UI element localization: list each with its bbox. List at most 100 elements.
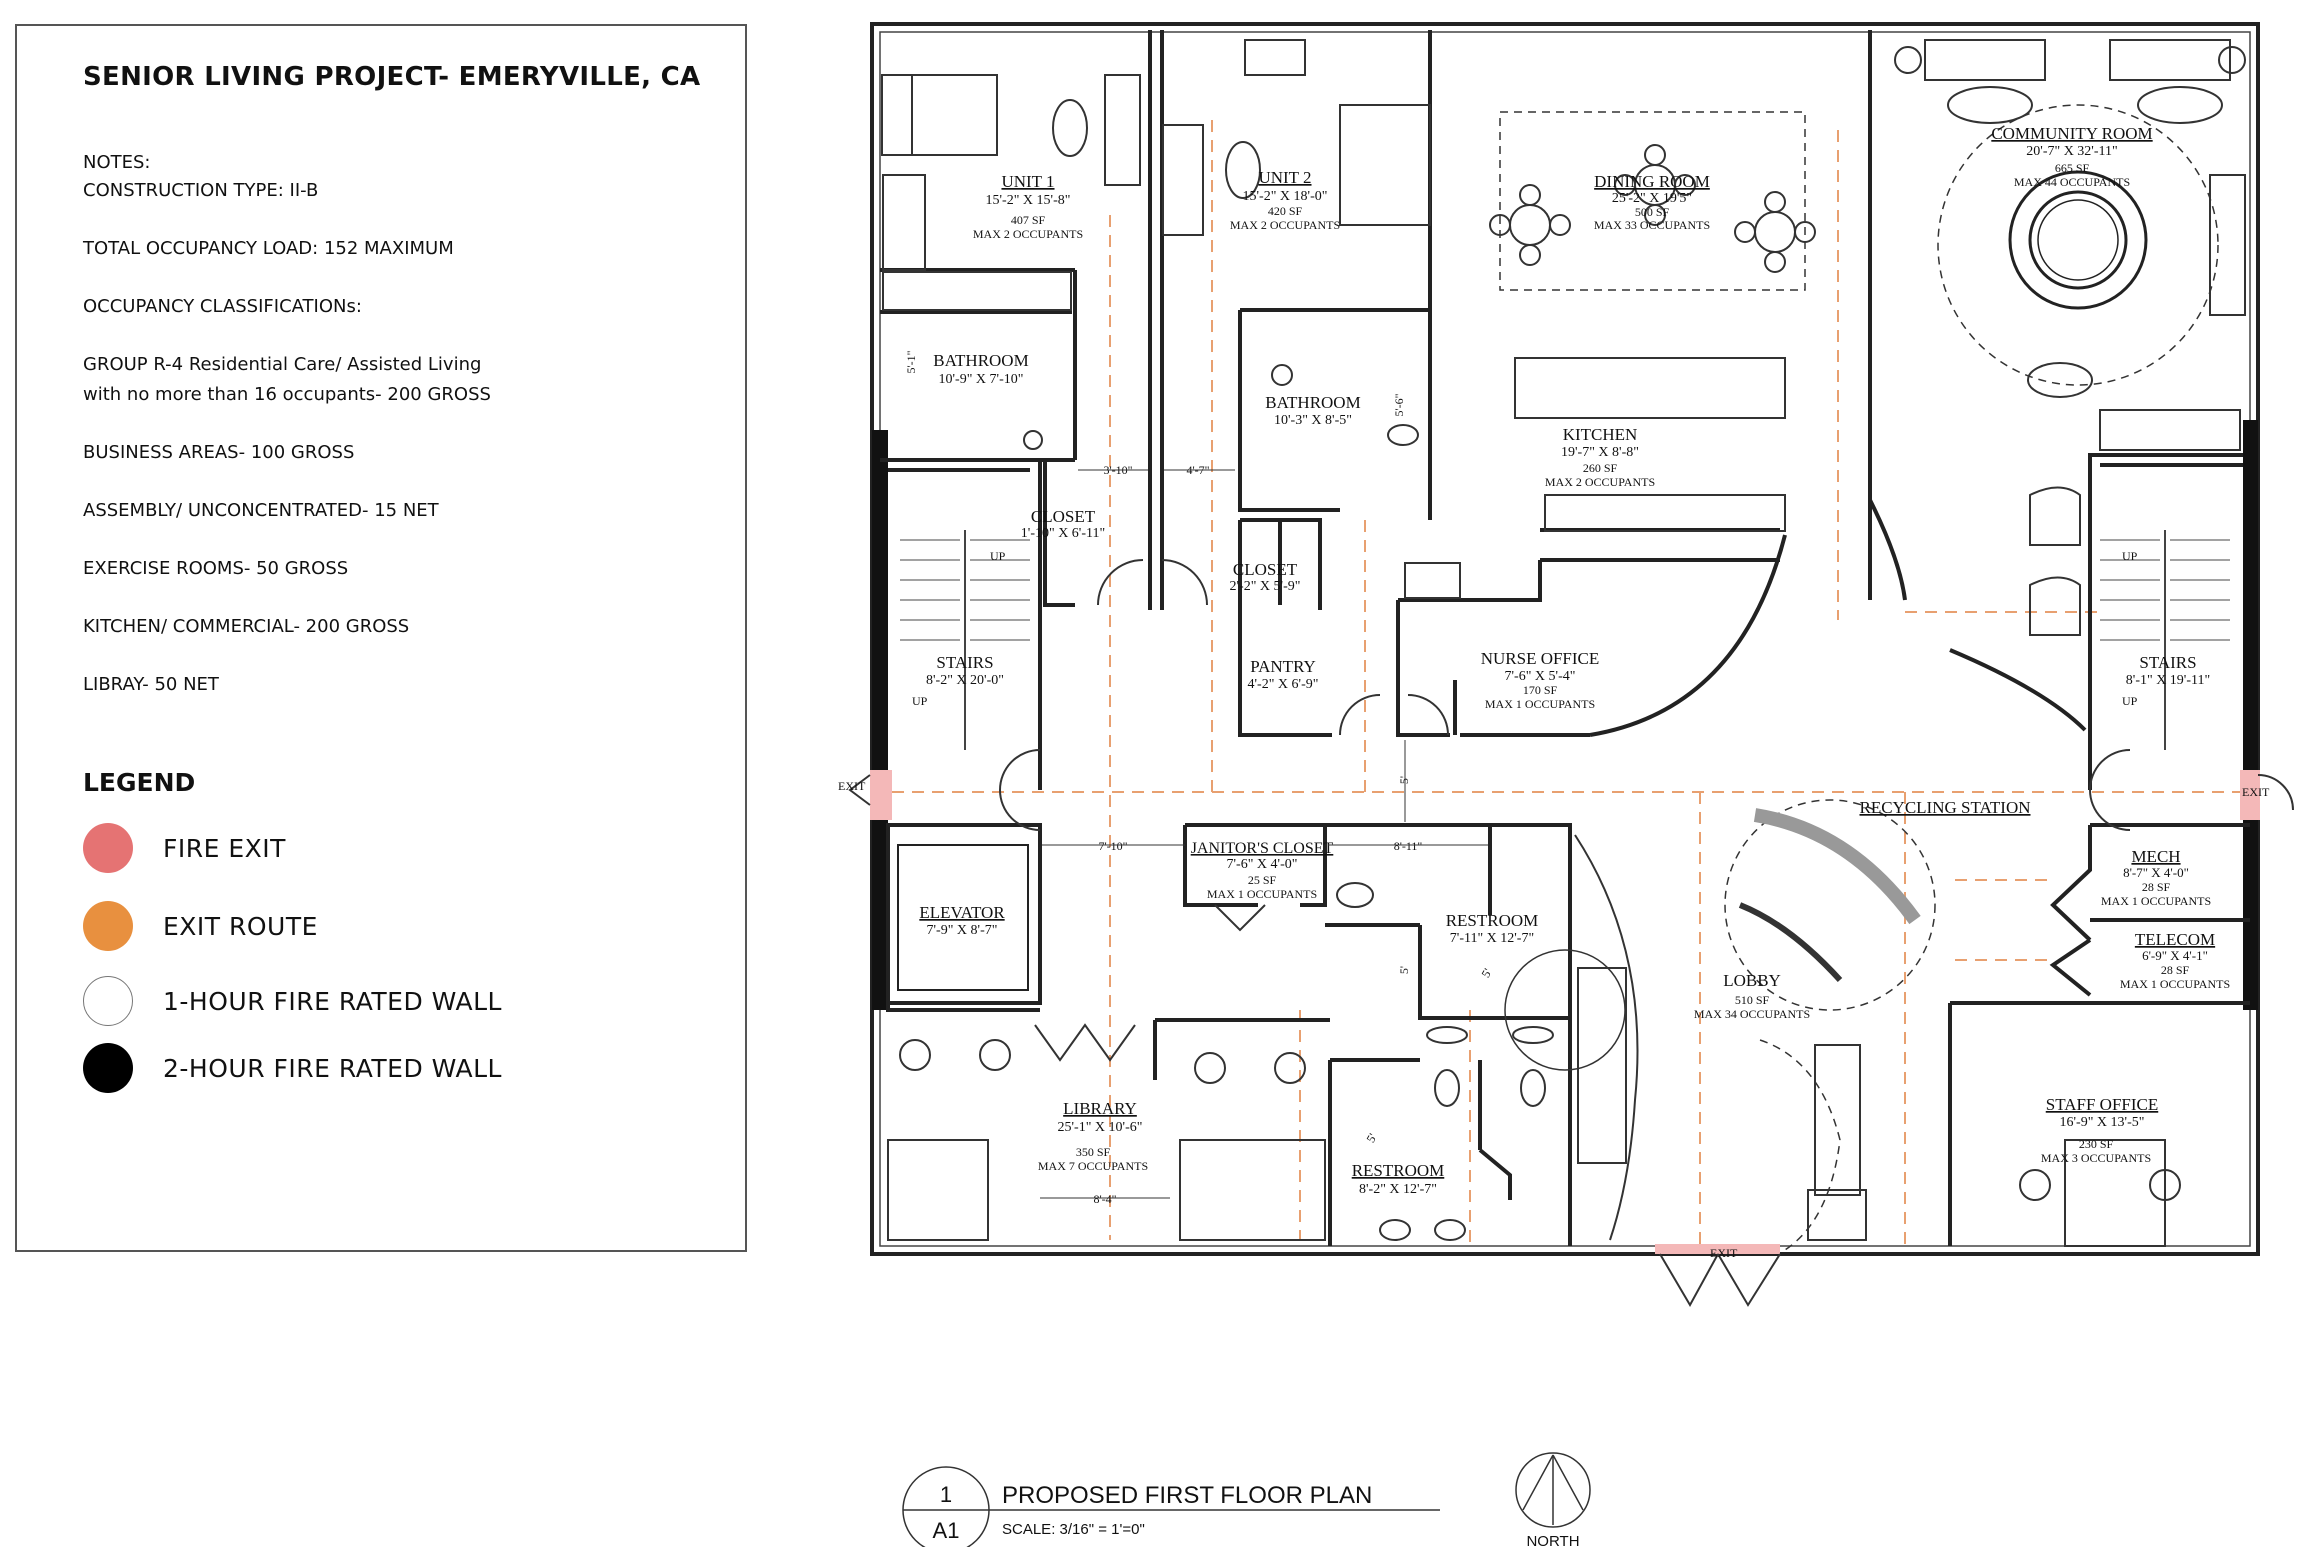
room-name: CLOSET (1031, 507, 1096, 526)
room-name: DINING ROOM (1594, 172, 1710, 191)
room-size: 15'-2" X 18'-0" (1243, 189, 1328, 204)
legend-title: LEGEND (83, 768, 196, 797)
room-name: KITCHEN (1563, 425, 1638, 444)
room-area: 230 SF (2079, 1137, 2114, 1151)
dimension-label: 5'-6" (1392, 393, 1406, 416)
community-seating (2008, 170, 2148, 310)
room-size: 10'-9" X 7'-10" (939, 372, 1024, 387)
room-occupants: MAX 2 OCCUPANTS (1545, 475, 1655, 489)
room-occupants: MAX 2 OCCUPANTS (1230, 218, 1340, 232)
note-line: TOTAL OCCUPANCY LOAD: 152 MAXIMUM (83, 238, 454, 259)
legend-label: 2-HOUR FIRE RATED WALL (163, 1053, 502, 1083)
room-name: STAIRS (2139, 653, 2196, 672)
note-line: with no more than 16 occupants- 200 GROS… (83, 384, 491, 405)
legend-swatch (83, 823, 133, 873)
room-area: 407 SF (1011, 213, 1046, 227)
room-size: 6'-9" X 4'-1" (2142, 948, 2208, 963)
room-area: 510 SF (1735, 993, 1770, 1007)
room-area: 260 SF (1583, 461, 1618, 475)
room-name: COMMUNITY ROOM (1991, 124, 2152, 143)
dimension-label: 7'-10" (1098, 839, 1127, 853)
note-line: OCCUPANCY CLASSIFICATIONs: (83, 296, 362, 317)
note-line: ASSEMBLY/ UNCONCENTRATED- 15 NET (83, 500, 439, 521)
room-occupants: MAX 3 OCCUPANTS (2041, 1151, 2151, 1165)
room-size: 7'-6" X 5'-4" (1505, 669, 1576, 684)
note-line: NOTES: (83, 152, 151, 173)
exit-route-lines (892, 120, 2240, 1244)
sheet-number: 1 (940, 1482, 952, 1507)
legend-item-2hr-wall: 2-HOUR FIRE RATED WALL (83, 1042, 502, 1094)
north-label: NORTH (1526, 1533, 1579, 1547)
room-size: 19'-7" X 8'-8" (1561, 445, 1639, 460)
furniture (881, 39, 2246, 1247)
dimension-label: 5' (1478, 966, 1494, 980)
room-name: BATHROOM (1265, 393, 1360, 412)
title-block: 1 A1 PROPOSED FIRST FLOOR PLAN SCALE: 3/… (902, 1452, 1591, 1547)
note-line: GROUP R-4 Residential Care/ Assisted Liv… (83, 354, 482, 375)
room-occupants: MAX 44 OCCUPANTS (2014, 175, 2130, 189)
exit-label: EXIT (2242, 785, 2270, 799)
room-name: UNIT 2 (1258, 168, 1311, 187)
note-line: EXERCISE ROOMS- 50 GROSS (83, 558, 349, 579)
room-size: 8'-2" X 12'-7" (1359, 1182, 1437, 1197)
room-name: LIBRARY (1063, 1099, 1137, 1118)
room-name: BATHROOM (933, 351, 1028, 370)
room-size: 25'-2" X 19'5" (1612, 191, 1692, 206)
room-area: 420 SF (1268, 204, 1303, 218)
room-size: 4'-2" X 6'-9" (1248, 677, 1319, 692)
north-arrow-icon (1515, 1452, 1591, 1528)
room-size: 7'-11" X 12'-7" (1450, 931, 1534, 946)
room-area: 170 SF (1523, 683, 1558, 697)
room-size: 8'-1" X 19'-11" (2126, 673, 2210, 688)
room-name: PANTRY (1250, 657, 1316, 676)
note-line: KITCHEN/ COMMERCIAL- 200 GROSS (83, 616, 410, 637)
interior-walls (880, 30, 2250, 1246)
dimension-label: 5'-1" (904, 350, 918, 373)
drawing-scale: SCALE: 3/16" = 1'=0" (1002, 1521, 1145, 1538)
dimension-label: 5' (1397, 966, 1411, 974)
room-size: 10'-3" X 8'-5" (1274, 413, 1352, 428)
room-name: ELEVATOR (919, 903, 1005, 922)
stair-up-mark: UP (990, 549, 1006, 563)
room-size: 8'-2" X 20'-0" (926, 673, 1004, 688)
room-size: 20'-7" X 32'-11" (2026, 144, 2117, 159)
room-name: RESTROOM (1352, 1161, 1445, 1180)
room-occupants: MAX 2 OCCUPANTS (973, 227, 1083, 241)
exit-label: EXIT (838, 779, 866, 793)
room-area: 28 SF (2142, 880, 2171, 894)
stair-up-mark: UP (912, 694, 928, 708)
room-area: 500 SF (1635, 205, 1670, 219)
room-name: RESTROOM (1446, 911, 1539, 930)
note-line: BUSINESS AREAS- 100 GROSS (83, 442, 355, 463)
note-line: LIBRAY- 50 NET (83, 674, 219, 695)
legend-item-fire-exit: FIRE EXIT (83, 822, 286, 874)
room-size: 7'-9" X 8'-7" (927, 923, 998, 938)
legend-swatch (83, 1043, 133, 1093)
legend-label: EXIT ROUTE (163, 911, 318, 941)
exterior-walls (870, 22, 2260, 1256)
note-line: CONSTRUCTION TYPE: II-B (83, 180, 319, 201)
room-name: CLOSET (1233, 560, 1298, 579)
room-occupants: MAX 34 OCCUPANTS (1694, 1007, 1810, 1021)
room-area: 665 SF (2055, 161, 2090, 175)
legend-swatch (83, 901, 133, 951)
room-name: UNIT 1 (1001, 172, 1054, 191)
dashed-circles (1499, 104, 2219, 1251)
legend-item-exit-route: EXIT ROUTE (83, 900, 318, 952)
room-occupants: MAX 1 OCCUPANTS (2101, 894, 2211, 908)
room-labels: UNIT 1 15'-2" X 15'-8" 407 SF MAX 2 OCCU… (919, 124, 2230, 1197)
room-name: LOBBY (1723, 971, 1781, 990)
room-name: STAIRS (936, 653, 993, 672)
room-name: JANITOR'S CLOSET (1191, 840, 1334, 857)
fire-exit-markers (870, 770, 2260, 1254)
stair-up-mark: UP (2122, 694, 2138, 708)
dimension-labels: 5'-1" 3'-10" 4'-7" 5'-6" 7'-10" 8'-11" 5… (904, 350, 1495, 1206)
exit-label: EXIT (1710, 1246, 1738, 1260)
dimension-label: 8'-11" (1394, 839, 1423, 853)
room-occupants: MAX 1 OCCUPANTS (1485, 697, 1595, 711)
legend-label: FIRE EXIT (163, 833, 286, 863)
room-name: TELECOM (2135, 930, 2215, 949)
room-size: 16'-9" X 13'-5" (2060, 1115, 2145, 1130)
room-size: 15'-2" X 15'-8" (986, 193, 1071, 208)
